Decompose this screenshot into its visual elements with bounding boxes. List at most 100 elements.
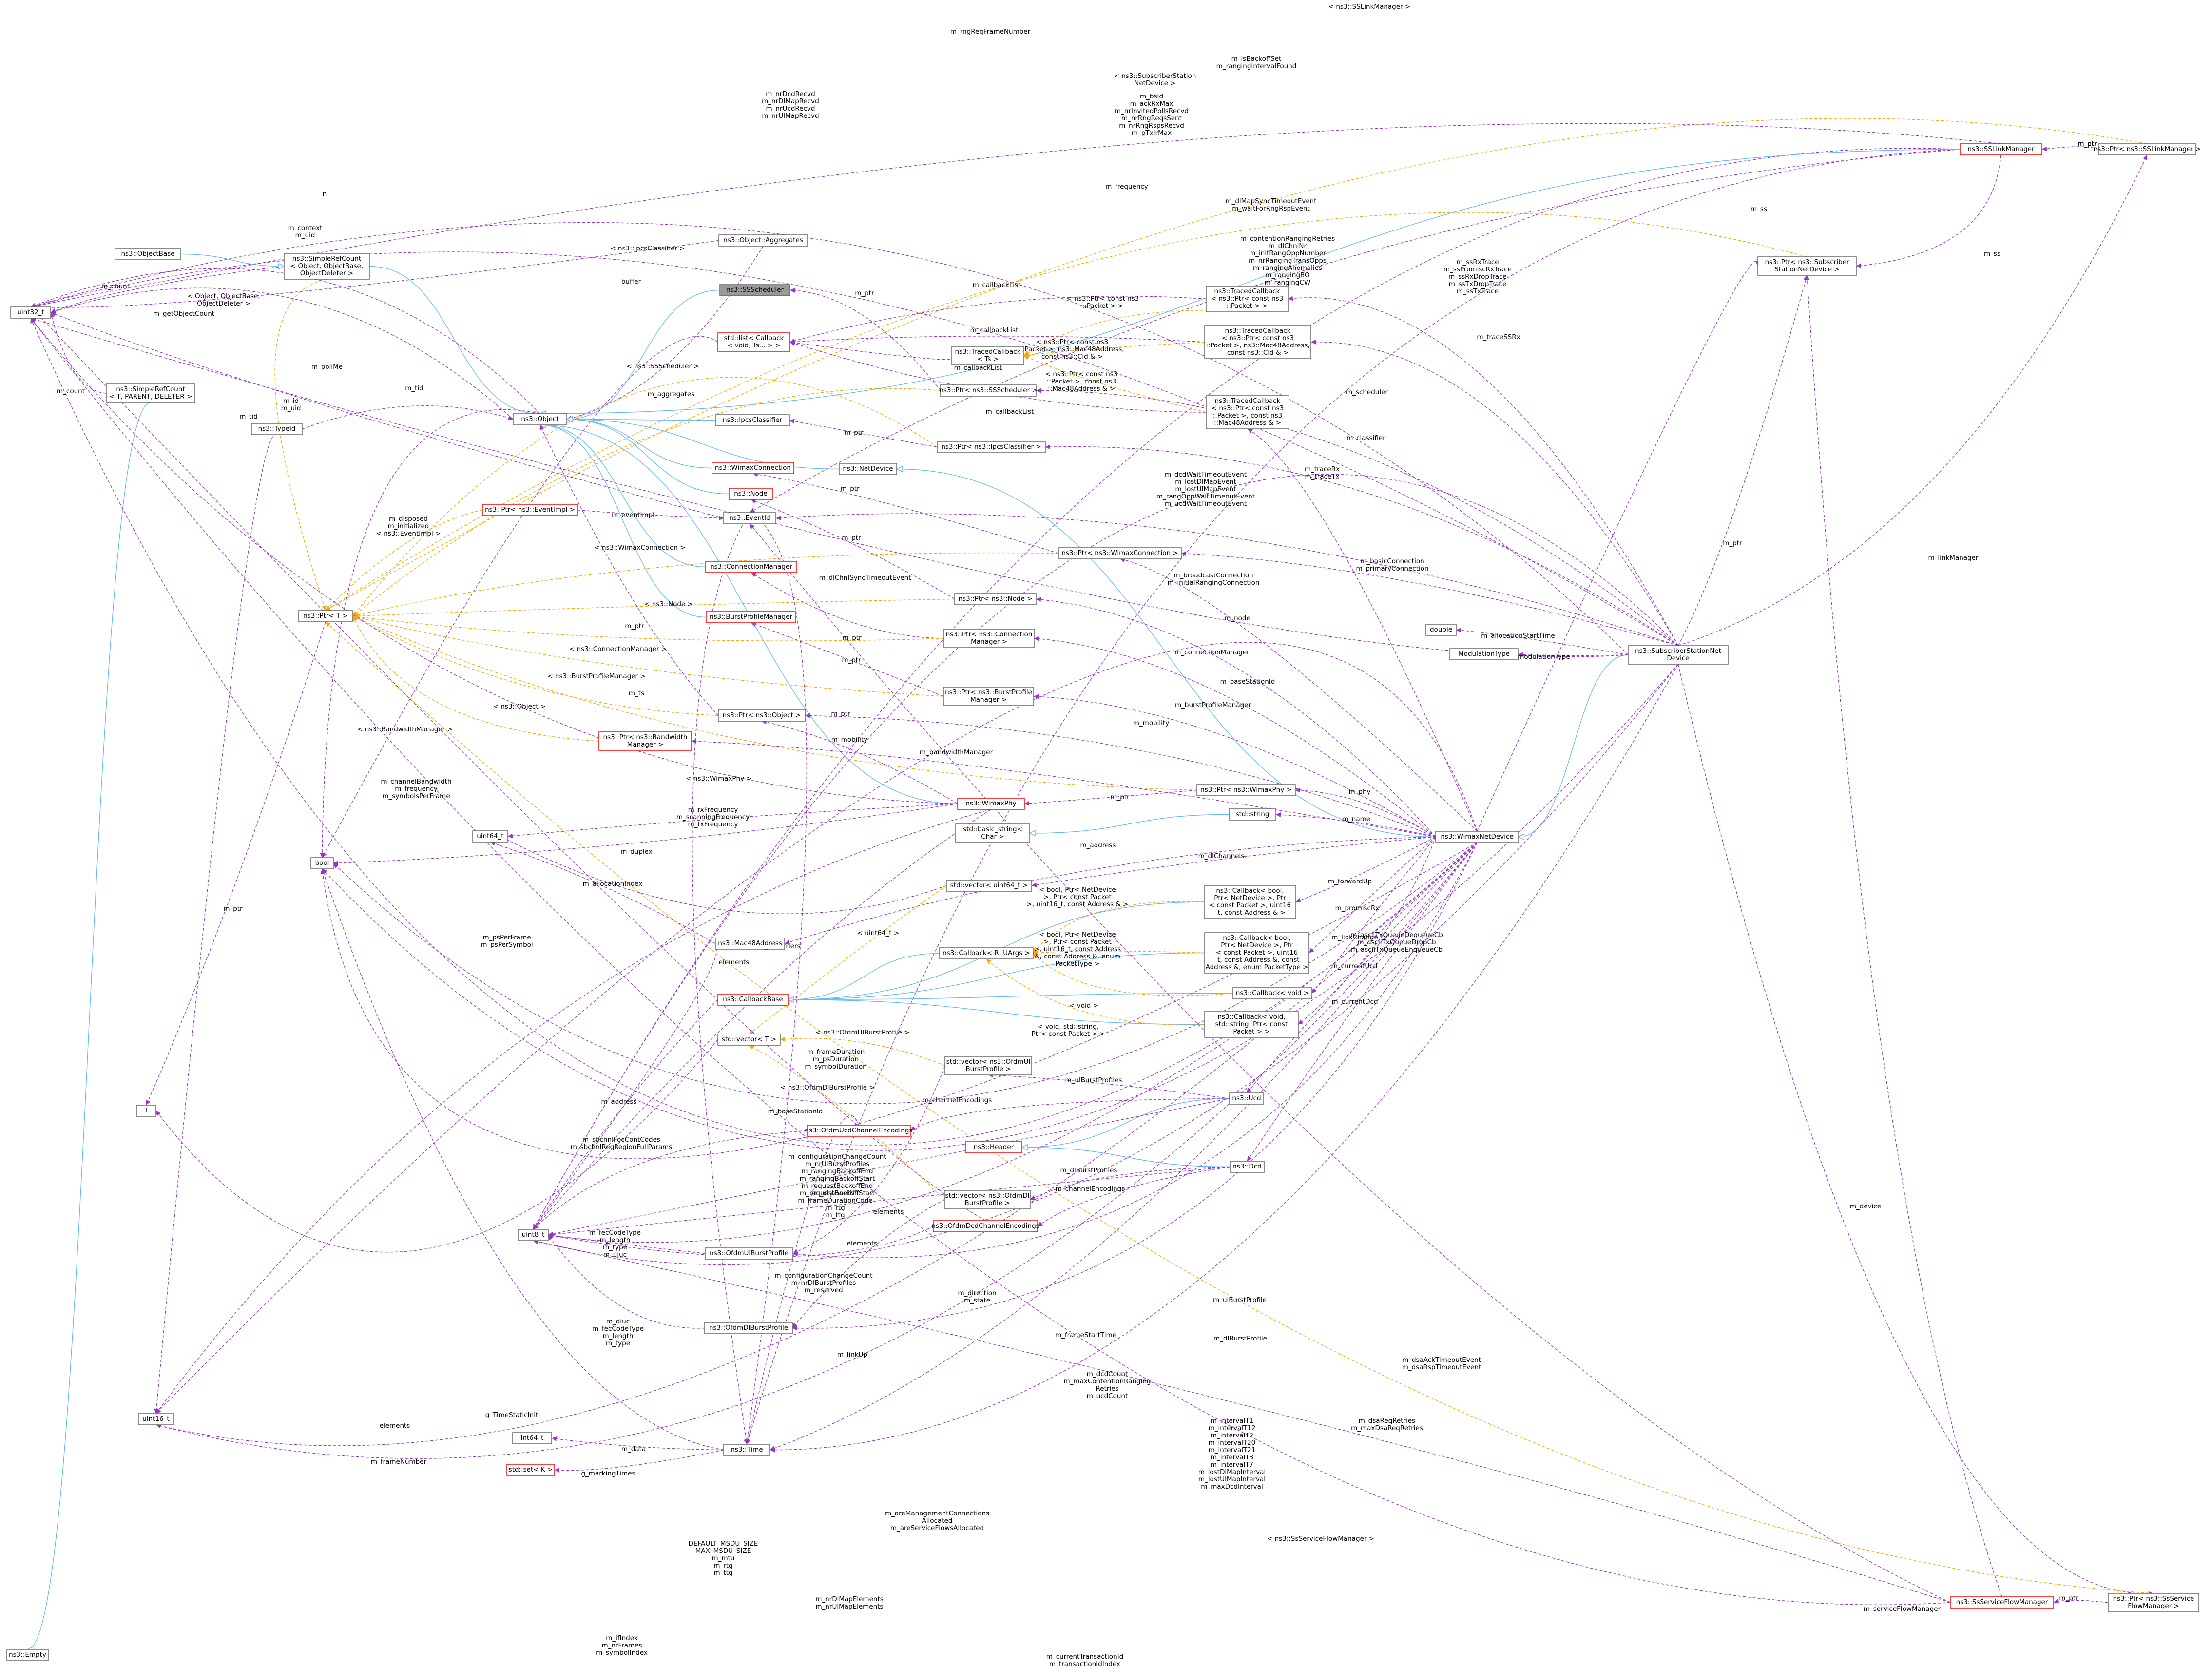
edge-label-L_chenc2: m_channelEncodings: [1056, 1185, 1125, 1193]
edge-label-L_dlmapsync: m_dlMapSyncTimeoutEvent: [1225, 197, 1316, 205]
node-cb1[interactable]: ns3::Callback< bool,Ptr< NetDevice >, Pt…: [1204, 885, 1296, 919]
inheritance-edge-dcd-header: [1022, 1148, 1231, 1168]
node-node[interactable]: ns3::Node: [729, 488, 773, 500]
node-header[interactable]: ns3::Header: [965, 1141, 1022, 1153]
edge-label-L_sfmgr: m_serviceFlowManager: [1864, 1605, 1941, 1613]
edge-label-L_disposed: < ns3::EventImpl >: [376, 530, 441, 537]
usage-edge-ssdev-ptrssdev: [1677, 275, 1808, 646]
node-cb3[interactable]: ns3::Callback< void,std::string, Ptr< co…: [1204, 1011, 1299, 1038]
node-ucdenc[interactable]: ns3::OfdmUcdChannelEncodings: [805, 1125, 913, 1137]
node-eventid[interactable]: ns3::EventId: [723, 512, 776, 524]
edge-label-L_ssmgr: < ns3::SSLinkManager >: [1328, 3, 1410, 11]
node-objbase[interactable]: ns3::ObjectBase: [115, 248, 181, 260]
node-ptrbw[interactable]: ns3::Ptr< ns3::BandwidthManager >: [598, 731, 692, 751]
node-vecul[interactable]: std::vector< ns3::OfdmUlBurstProfile >: [944, 1056, 1032, 1075]
node-empty[interactable]: ns3::Empty: [6, 1649, 49, 1661]
node-T[interactable]: T: [136, 1105, 156, 1117]
usage-edge-wimaxdev-ptrconnmgr: [1034, 636, 1436, 838]
node-ptrT[interactable]: ns3::Ptr< T >: [298, 610, 353, 622]
template-edge-ptrconnmgr-ptrT: [352, 614, 944, 641]
node-sslink[interactable]: ns3::SSLinkManager: [1960, 143, 2042, 155]
node-tcT[interactable]: ns3::TracedCallback< Ts >: [951, 346, 1024, 365]
node-typeid[interactable]: ns3::TypeId: [251, 423, 303, 435]
node-time[interactable]: ns3::Time: [723, 1444, 770, 1456]
node-ptrwconn[interactable]: ns3::Ptr< ns3::WimaxConnection >: [1058, 547, 1182, 559]
node-label: bool: [315, 859, 329, 867]
node-vecdl[interactable]: std::vector< ns3::OfdmDlBurstProfile >: [944, 1190, 1031, 1209]
node-ssscheduler[interactable]: ns3::SSScheduler: [719, 284, 790, 296]
node-vecT[interactable]: std::vector< T >: [717, 1034, 781, 1046]
node-box: [715, 414, 790, 426]
node-burstmgr[interactable]: ns3::BurstProfileManager: [706, 611, 796, 623]
node-ptrconnmgr[interactable]: ns3::Ptr< ns3::ConnectionManager >: [943, 629, 1035, 648]
edge-label-L_count2: m_count: [57, 387, 85, 395]
node-vecuint64[interactable]: std::vector< uint64_t >: [946, 880, 1032, 892]
node-box: [715, 938, 785, 950]
usage-edge-ptrssflow-ssflow: [2053, 1598, 2109, 1604]
node-ptrnode[interactable]: ns3::Ptr< ns3::Node >: [954, 593, 1037, 605]
node-cb2[interactable]: ns3::Callback< bool,Ptr< NetDevice >, Pt…: [1204, 932, 1309, 974]
edge-label-L_bsid: m_pTxIrMax: [1132, 129, 1172, 137]
edge-label-L_bwmgr: < ns3::BandwidthManager >: [357, 726, 453, 733]
node-tc1[interactable]: ns3::TracedCallback< ns3::Ptr< const ns3…: [1206, 286, 1289, 312]
usage-edge-ptrssched-ssscheduler: [789, 287, 941, 391]
node-dcd[interactable]: ns3::Dcd: [1230, 1161, 1265, 1173]
node-ucd[interactable]: ns3::Ucd: [1229, 1092, 1264, 1105]
node-uint32[interactable]: uint32_t: [10, 306, 51, 319]
node-ptrphy[interactable]: ns3::Ptr< ns3::WimaxPhy >: [1196, 784, 1296, 796]
node-cbvoid[interactable]: ns3::Callback< void >: [1232, 987, 1312, 999]
node-wimaxdev[interactable]: ns3::WimaxNetDevice: [1435, 831, 1519, 843]
edge-label-L_dcdrecvd: m_nrDlMapRecvd: [762, 97, 819, 105]
node-stdlist[interactable]: std::list< Callback< void, Ts... > >: [717, 332, 790, 352]
node-srct[interactable]: ns3::SimpleRefCount< T, PARENT, DELETER …: [106, 383, 195, 403]
node-ptrssched[interactable]: ns3::Ptr< ns3::SSScheduler >: [939, 384, 1038, 397]
node-box: [251, 423, 303, 435]
node-tc2[interactable]: ns3::TracedCallback< ns3::Ptr< const ns3…: [1204, 325, 1311, 359]
node-label: < void, Ts... > >: [727, 342, 781, 349]
node-uint64[interactable]: uint64_t: [472, 830, 508, 843]
node-cbRU[interactable]: ns3::Callback< R, UArgs >: [939, 947, 1034, 959]
node-ulburst[interactable]: ns3::OfdmUlBurstProfile: [705, 1247, 793, 1260]
node-wimaxconn[interactable]: ns3::WimaxConnection: [712, 462, 794, 474]
template-edge-ptrnode-ptrT: [352, 598, 955, 619]
node-double[interactable]: double: [1425, 624, 1457, 636]
node-ptrssflow[interactable]: ns3::Ptr< ns3::SsServiceFlowManager >: [2108, 1593, 2199, 1612]
edge-label-L_nrdlmap: m_nrDlMapElements: [815, 1595, 884, 1603]
node-dlburst[interactable]: ns3::OfdmDlBurstProfile: [704, 1322, 793, 1334]
node-netdevice[interactable]: ns3::NetDevice: [839, 463, 897, 475]
node-wimaxphy[interactable]: ns3::WimaxPhy: [957, 798, 1025, 810]
node-dcdenc[interactable]: ns3::OfdmDcdChannelEncodings: [931, 1220, 1039, 1232]
node-int64[interactable]: int64_t: [512, 1432, 552, 1444]
node-mac48[interactable]: ns3::Mac48Address: [715, 938, 785, 950]
node-ipcs[interactable]: ns3::IpcsClassifier: [715, 414, 790, 426]
node-basicstring[interactable]: std::basic_string<Char >: [955, 823, 1030, 843]
node-modtype[interactable]: ModulationType: [1449, 648, 1519, 660]
edge-label-L_dcdwait: m_rangOppWaitTimeoutEvent: [1156, 493, 1255, 500]
node-ptrobject[interactable]: ns3::Ptr< ns3::Object >: [718, 709, 806, 722]
node-aggregates[interactable]: ns3::Object::Aggregates: [718, 234, 808, 247]
node-tc3[interactable]: ns3::TracedCallback< ns3::Ptr< const ns3…: [1206, 395, 1289, 429]
node-stdset[interactable]: std::set< K >: [506, 1464, 555, 1476]
node-bool[interactable]: bool: [310, 857, 334, 869]
node-object[interactable]: ns3::Object: [513, 413, 567, 425]
node-uint8[interactable]: uint8_t: [518, 1229, 549, 1241]
node-stdstring[interactable]: std::string: [1229, 808, 1276, 821]
node-ptreventimpl[interactable]: ns3::Ptr< ns3::EventImpl >: [482, 504, 578, 516]
node-box: [284, 253, 370, 280]
node-ptrsslink[interactable]: ns3::Ptr< ns3::SSLinkManager >: [2094, 143, 2201, 155]
edge-label-L_timestatic: g_TimeStaticInit: [485, 1411, 539, 1419]
node-cbbase[interactable]: ns3::CallbackBase: [717, 994, 789, 1006]
node-label: ns3::Ptr< ns3::Connection: [946, 631, 1033, 638]
node-ssflow[interactable]: ns3::SsServiceFlowManager: [1950, 1596, 2054, 1609]
node-ptrssdev[interactable]: ns3::Ptr< ns3::SubscriberStationNetDevic…: [1757, 256, 1857, 276]
node-srcobj[interactable]: ns3::SimpleRefCount< Object, ObjectBase,…: [284, 253, 370, 280]
node-connmgr[interactable]: ns3::ConnectionManager: [705, 561, 797, 573]
node-ptrburst[interactable]: ns3::Ptr< ns3::BurstProfileManager >: [943, 687, 1034, 706]
node-uint16[interactable]: uint16_t: [138, 1413, 174, 1425]
edge-label-L_dlchnl: m_dlChnlSyncTimeoutEvent: [819, 574, 911, 582]
usage-edge-wimaxphy-uint8: [533, 809, 991, 1230]
edge-label-L_dsaack: m_dsaAckTimeoutEvent: [1402, 1356, 1481, 1364]
node-ptripcs[interactable]: ns3::Ptr< ns3::IpcsClassifier >: [937, 441, 1046, 453]
template-edge-ptrssdev-ptrT: [325, 212, 1808, 611]
